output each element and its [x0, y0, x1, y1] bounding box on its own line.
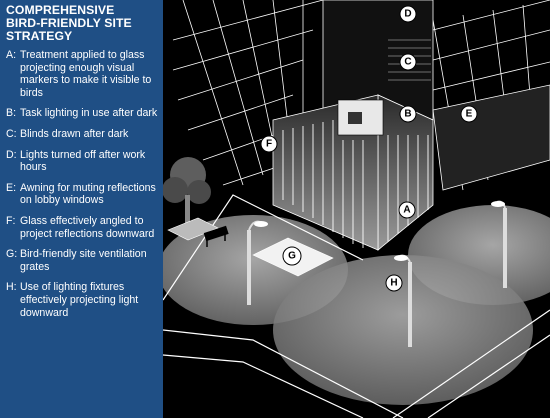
legend-key: D:: [6, 149, 20, 174]
legend-key: E:: [6, 182, 20, 207]
marker-c-label: C: [404, 57, 411, 68]
legend-key: H:: [6, 281, 20, 319]
legend-key: A:: [6, 49, 20, 99]
marker-f-label: F: [266, 139, 272, 150]
legend-title: COMPREHENSIVE BIRD-FRIENDLY SITE STRATEG…: [6, 4, 158, 43]
legend-item-c: C:Blinds drawn after dark: [6, 128, 158, 141]
marker-e: E: [461, 106, 477, 122]
legend-panel: COMPREHENSIVE BIRD-FRIENDLY SITE STRATEG…: [0, 0, 163, 418]
legend-text: Blinds drawn after dark: [20, 128, 158, 141]
legend-key: C:: [6, 128, 20, 141]
legend-key: B:: [6, 107, 20, 120]
legend-text: Treatment applied to glass projecting en…: [20, 49, 158, 99]
legend-text: Glass effectively angled to project refl…: [20, 215, 158, 240]
legend-item-d: D:Lights turned off after work hours: [6, 149, 158, 174]
marker-a-label: A: [403, 205, 410, 216]
legend-title-line: STRATEGY: [6, 30, 158, 43]
legend-key: G:: [6, 248, 20, 273]
marker-a: A: [399, 202, 415, 218]
marker-e-label: E: [466, 109, 473, 120]
marker-b: B: [400, 106, 416, 122]
legend-item-e: E:Awning for muting reflections on lobby…: [6, 182, 158, 207]
legend-text: Lights turned off after work hours: [20, 149, 158, 174]
legend-text: Task lighting in use after dark: [20, 107, 158, 120]
marker-g-label: G: [288, 251, 296, 262]
legend-item-b: B:Task lighting in use after dark: [6, 107, 158, 120]
legend-item-a: A:Treatment applied to glass projecting …: [6, 49, 158, 99]
marker-g: G: [283, 247, 301, 265]
legend-item-g: G:Bird-friendly site ventilation grates: [6, 248, 158, 273]
site-illustration: D C B E F A G H: [163, 0, 550, 418]
marker-f: F: [261, 136, 277, 152]
marker-b-label: B: [404, 109, 411, 120]
legend-text: Awning for muting reflections on lobby w…: [20, 182, 158, 207]
marker-d: D: [400, 6, 416, 22]
legend-key: F:: [6, 215, 20, 240]
legend-text: Bird-friendly site ventilation grates: [20, 248, 158, 273]
marker-h: H: [386, 275, 402, 291]
marker-d-label: D: [404, 9, 411, 20]
marker-c: C: [400, 54, 416, 70]
legend-item-h: H:Use of lighting fixtures effectively p…: [6, 281, 158, 319]
legend-text: Use of lighting fixtures effectively pro…: [20, 281, 158, 319]
legend-item-f: F:Glass effectively angled to project re…: [6, 215, 158, 240]
marker-h-label: H: [390, 278, 397, 289]
